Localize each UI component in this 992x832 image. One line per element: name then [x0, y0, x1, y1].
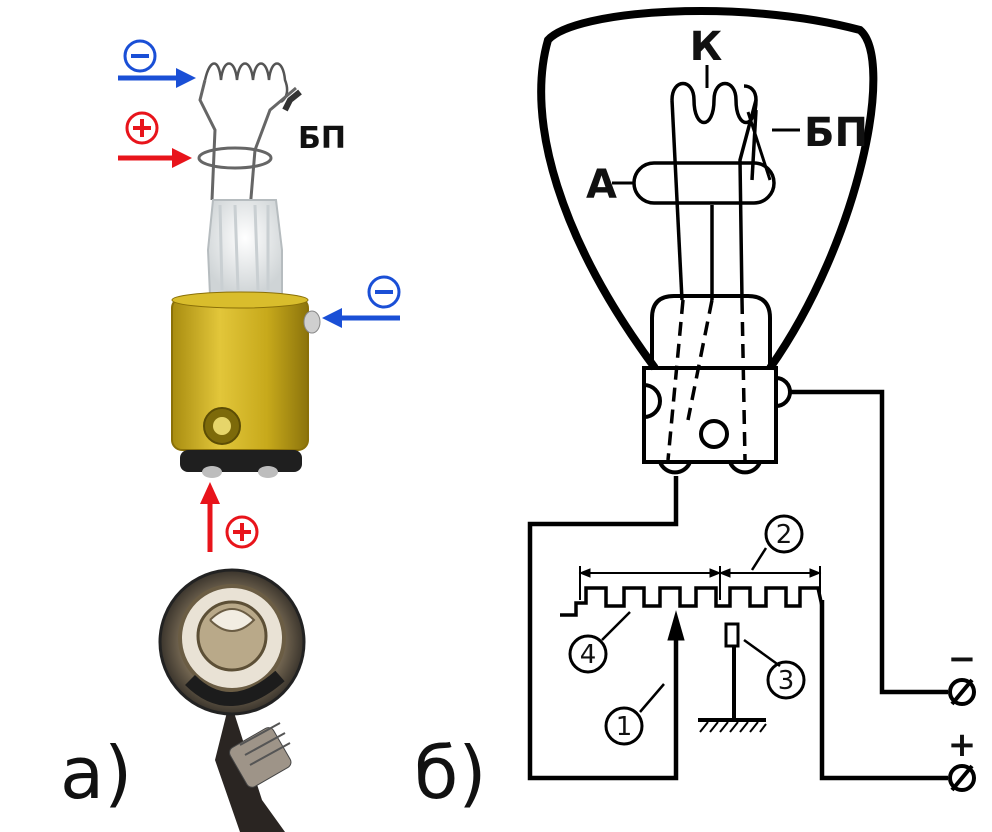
- schematic-base-hole: [699, 419, 729, 449]
- base-bottom: [180, 450, 302, 472]
- panel-b-schematic: [527, 7, 976, 792]
- callout-circle-3: [766, 660, 806, 700]
- bulb-envelope: [537, 7, 878, 371]
- electrode-3: [724, 622, 740, 648]
- bulb-bp-label: БП: [298, 121, 346, 156]
- terminal-plus-label: +: [948, 725, 977, 765]
- callout-circle-4: [568, 634, 608, 674]
- base-side-pin: [303, 310, 321, 334]
- comb-scale: [560, 586, 824, 617]
- callout-2: 2: [776, 520, 793, 550]
- terminal-minus: [948, 678, 976, 706]
- anode-label: А: [586, 162, 617, 208]
- cathode-coil: [670, 81, 758, 124]
- cathode-label: К: [690, 24, 723, 70]
- socket-photo: [158, 568, 306, 832]
- callout-circle-2: [764, 514, 804, 554]
- callout-4: 4: [580, 640, 597, 670]
- bp-label: БП: [804, 110, 868, 156]
- filament-coil: [203, 62, 289, 104]
- filament-plus-indicator: ⊕: [118, 111, 192, 168]
- base-minus-indicator: ⊖: [322, 275, 401, 328]
- panel-b-label: б): [414, 731, 487, 815]
- callout-3: 3: [778, 666, 795, 696]
- stem-press: [650, 294, 772, 368]
- callout-circle-1: [604, 706, 644, 746]
- contact-plus-indicator: ⊕: [200, 482, 259, 552]
- terminal-plus: [948, 764, 976, 792]
- panel-a-label: а): [60, 731, 132, 815]
- filament-minus-indicator: ⊖: [118, 39, 196, 88]
- ring-anode: [197, 146, 273, 170]
- callout-1: 1: [616, 712, 633, 742]
- terminal-minus-label: −: [948, 639, 977, 679]
- panel-a-bulb-photo: ⊖ ⊕ ⊖ ⊕ БП а): [60, 39, 401, 832]
